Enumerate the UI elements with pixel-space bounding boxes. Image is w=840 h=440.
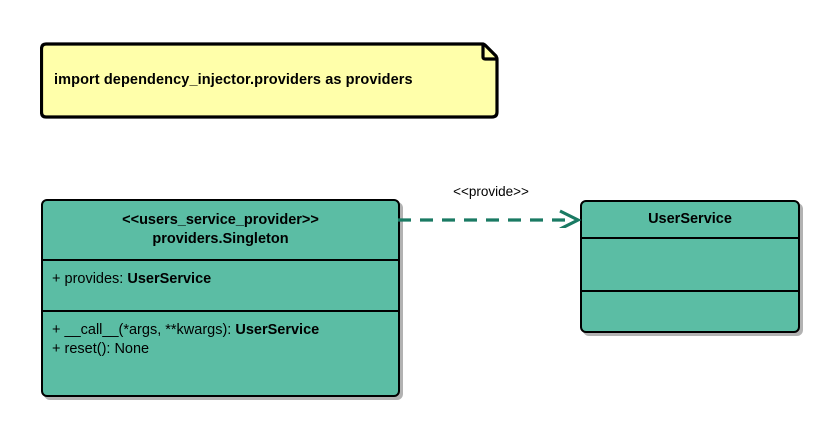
attribute-label: provides: (64, 271, 128, 287)
class-attributes-compartment (582, 237, 798, 290)
class-box-user-service[interactable]: UserService (580, 200, 800, 333)
operation-visibility: + (52, 340, 61, 357)
attribute-type: UserService (127, 271, 212, 287)
dependency-arrow-icon (398, 209, 582, 231)
note-shape-icon (40, 42, 499, 119)
class-operations-compartment (582, 290, 798, 331)
edge-label-provide: <<provide>> (453, 184, 529, 199)
operation-visibility: + (52, 322, 61, 338)
class-attributes-compartment: + provides: UserService (43, 259, 398, 310)
class-name: providers.Singleton (152, 231, 289, 247)
operation-row: + reset(): None (52, 340, 390, 359)
class-name: UserService (648, 211, 732, 228)
class-box-users-service-provider[interactable]: <<users_service_provider>> providers.Sin… (41, 199, 400, 397)
class-operations-compartment: + __call__(*args, **kwargs): UserService… (43, 310, 398, 395)
class-stereotype: <<users_service_provider>> (122, 212, 319, 229)
class-header-user-service: UserService (582, 202, 798, 237)
operation-row: + __call__(*args, **kwargs): UserService (52, 321, 390, 340)
operation-type: UserService (235, 322, 320, 338)
operation-label: __call__(*args, **kwargs): (64, 322, 236, 338)
attribute-row: + provides: UserService (52, 270, 390, 289)
attribute-visibility: + (52, 271, 61, 287)
note-text: import dependency_injector.providers as … (54, 72, 413, 88)
import-note[interactable]: import dependency_injector.providers as … (40, 40, 500, 120)
class-header-users-service-provider: <<users_service_provider>> providers.Sin… (43, 201, 398, 259)
dependency-edge-provide[interactable]: <<provide>> (396, 184, 586, 231)
operation-label: reset(): None (64, 340, 150, 357)
